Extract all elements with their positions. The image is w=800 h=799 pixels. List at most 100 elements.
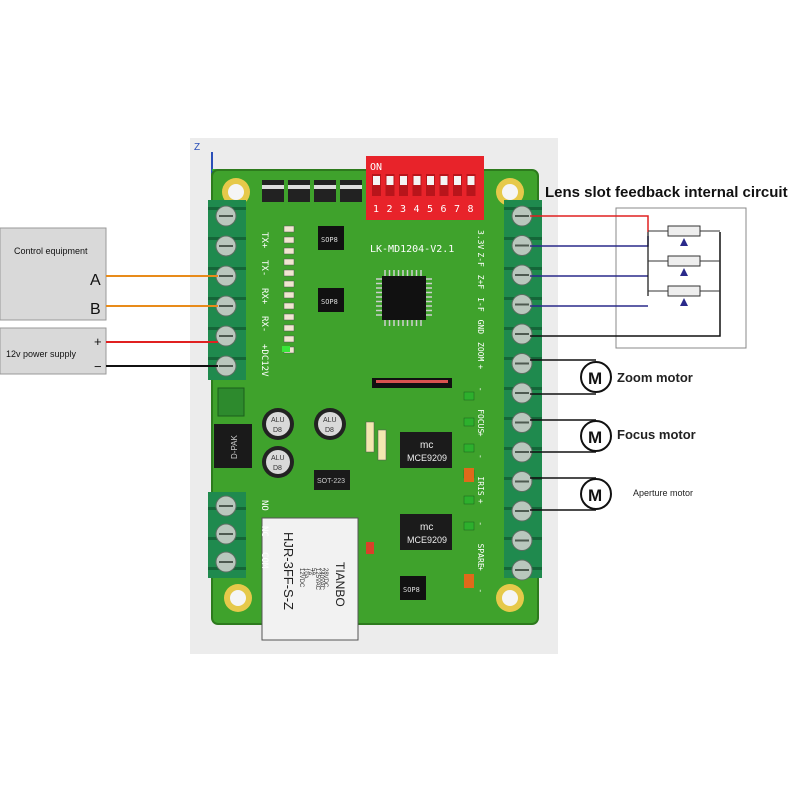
left-wires (106, 275, 218, 367)
mounting-holes (222, 178, 524, 612)
svg-text:D8: D8 (273, 465, 282, 472)
status-led (463, 443, 475, 453)
dip-number: 2 (387, 204, 393, 215)
status-led (463, 417, 475, 427)
relay-spec-text: 10A (302, 568, 308, 579)
dip-number: 7 (454, 204, 460, 215)
smd-resistor (283, 324, 295, 332)
pin-label: ZOOM (476, 342, 485, 361)
terminal-a-label: A (90, 272, 101, 289)
smd-capacitor (366, 542, 374, 554)
driver-ic-zoom: mc MCE9209 (400, 432, 452, 468)
dip-toggle (413, 176, 421, 185)
pin-label: I-F (476, 297, 485, 312)
svg-text:M: M (588, 428, 602, 447)
svg-text:SOP8: SOP8 (403, 586, 420, 594)
svg-text:ALU: ALU (271, 417, 285, 424)
svg-text:mc: mc (420, 440, 433, 451)
pin-label: IRIS (476, 476, 485, 495)
pin-label: NO (259, 500, 269, 511)
svg-text:MCE9209: MCE9209 (407, 453, 447, 463)
driver-ic-focus: mc MCE9209 (400, 514, 452, 550)
relay-spec-text: 240VAC (318, 568, 324, 591)
electrolytic-capacitors: ALU D8 ALU D8 ALU D8 (262, 408, 346, 478)
status-led (463, 521, 475, 531)
power-supply-label: 12v power supply (6, 349, 77, 359)
control-equipment-box (0, 227, 107, 321)
status-led (463, 391, 475, 401)
smd-resistor (283, 247, 295, 255)
smd-fuse (464, 574, 474, 588)
svg-text:M: M (588, 486, 602, 505)
pin-label: - (476, 521, 485, 526)
pin-label: Z+F (476, 275, 485, 290)
pin-label: + (476, 364, 485, 369)
pin-label: + (476, 499, 485, 504)
power-supply-box (0, 327, 107, 375)
dip-toggle (427, 176, 434, 185)
smd-resistor (283, 236, 295, 244)
svg-text:D8: D8 (325, 427, 334, 434)
dpak-regulator: D-PAK (214, 387, 252, 468)
svg-text:ON: ON (370, 162, 382, 173)
resistor-strip (372, 378, 452, 388)
aperture-motor-symbol: M (580, 478, 612, 510)
focus-motor-label: Focus motor (617, 427, 696, 442)
pin-label: RX- (259, 316, 269, 332)
pin-label: SPARE (476, 544, 485, 568)
zoom-motor-symbol: M (580, 361, 612, 393)
dip-toggle (454, 176, 461, 185)
svg-text:MCE9209: MCE9209 (407, 535, 447, 545)
pin-label: GND (476, 320, 485, 335)
dip-number: 6 (441, 204, 447, 215)
pin-label: + (476, 566, 485, 571)
smd-fuse (464, 468, 474, 482)
pin-label: - (476, 454, 485, 459)
board-model-label: LK-MD1204-V2.1 (370, 244, 454, 255)
svg-text:SOT-223: SOT-223 (317, 478, 345, 485)
svg-text:TIANBO: TIANBO (333, 562, 347, 607)
svg-text:D-PAK: D-PAK (230, 434, 239, 459)
smd-resistor (283, 302, 295, 310)
smd-capacitor (365, 421, 375, 453)
focus-motor-symbol: M (580, 420, 612, 452)
smd-resistors (282, 225, 475, 588)
dip-number: 5 (427, 204, 433, 215)
left-terminal-block: TX+TX-RX+RX-+DC12V (208, 200, 269, 380)
pin-label: - (476, 387, 485, 392)
svg-text:M: M (588, 369, 602, 388)
control-equipment-label: Control equipment (14, 246, 88, 256)
dip-number: 8 (468, 204, 474, 215)
right-terminal-block: 3.3VZ-FZ+FI-FGNDZOOM+-FOCUS+-IRIS+-SPARE… (476, 200, 542, 593)
pin-label: + (476, 432, 485, 437)
relay: HJR-3FF-S-Z TIANBO 12VDC10A7A5A125VAC240… (261, 517, 359, 641)
microcontroller-chip (376, 270, 432, 326)
status-led (282, 346, 290, 352)
relay-spec-text: 12VDC (298, 568, 304, 588)
svg-text:D8: D8 (273, 427, 282, 434)
pin-label: 3.3V (476, 230, 485, 249)
relay-spec-text: 125VAC (314, 568, 320, 591)
svg-text:SOP8: SOP8 (321, 236, 338, 244)
top-diodes (262, 180, 362, 202)
smd-capacitor (377, 429, 387, 461)
pin-label: COM (259, 552, 269, 569)
dip-toggle (373, 176, 380, 185)
dip-toggle (440, 176, 448, 185)
feedback-wires (530, 215, 721, 337)
power-minus-label: − (94, 359, 102, 374)
svg-text:ALU: ALU (323, 417, 337, 424)
dip-toggle (386, 176, 394, 185)
svg-text:HJR-3FF-S-Z: HJR-3FF-S-Z (281, 532, 296, 610)
power-plus-label: + (94, 334, 102, 349)
pin-label: Z-F (476, 252, 485, 267)
status-led (463, 495, 475, 505)
svg-text:mc: mc (420, 522, 433, 533)
smd-resistor (283, 313, 295, 321)
feedback-circuit-title: Lens slot feedback internal circuit (545, 184, 788, 201)
smd-resistor (283, 269, 295, 277)
pin-label: TX+ (259, 232, 269, 249)
